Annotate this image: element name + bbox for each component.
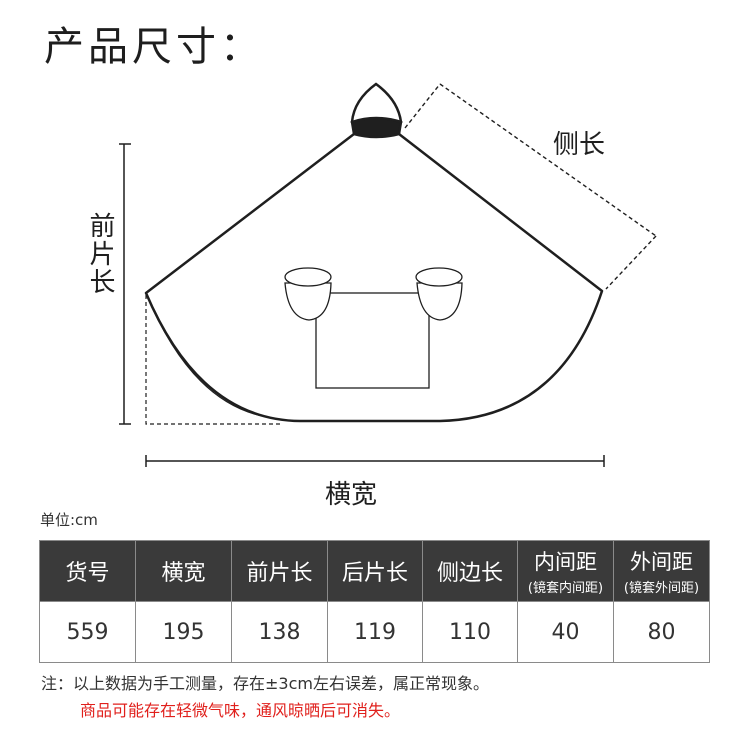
cell-item-no: 559 xyxy=(39,601,136,663)
cell-side-length: 110 xyxy=(422,601,518,663)
odor-note: 商品可能存在轻微气味，通风晾晒后可消失。 xyxy=(80,701,401,720)
cell-back-length: 119 xyxy=(327,601,423,663)
header-side-length: 侧边长 xyxy=(422,540,518,602)
width-label: 横宽 xyxy=(325,480,378,510)
right-sleeve xyxy=(415,267,463,321)
front-length-label: 前片长 xyxy=(85,212,115,296)
front-length-dimension xyxy=(119,143,280,425)
header-front-length: 前片长 xyxy=(231,540,328,602)
cell-width: 195 xyxy=(135,601,232,663)
cell-inner-distance: 40 xyxy=(517,601,614,663)
measurement-note: 注：以上数据为手工测量，存在±3cm左右误差，属正常现象。 xyxy=(41,674,489,693)
clear-window xyxy=(315,292,430,389)
hood xyxy=(350,82,403,139)
cell-outer-distance: 80 xyxy=(613,601,710,663)
page-title: 产品尺寸： xyxy=(44,24,264,70)
side-length-label: 侧长 xyxy=(553,130,606,160)
cell-front-length: 138 xyxy=(231,601,328,663)
width-dimension xyxy=(145,455,605,467)
header-width: 横宽 xyxy=(135,540,232,602)
poncho-outline xyxy=(144,133,604,423)
header-inner-distance: 内间距 (镜套内间距) xyxy=(517,540,614,602)
header-back-length: 后片长 xyxy=(327,540,423,602)
header-outer-distance: 外间距 (镜套外间距) xyxy=(613,540,710,602)
header-item-no: 货号 xyxy=(39,540,136,602)
size-table: 货号 横宽 前片长 后片长 侧边长 内间距 (镜套内间距) 外间距 (镜套外间距… xyxy=(39,540,710,663)
table-row: 559 195 138 119 110 40 80 xyxy=(39,601,710,663)
side-length-dimension xyxy=(404,83,657,290)
poncho-diagram xyxy=(119,82,657,467)
unit-label: 单位:cm xyxy=(40,511,98,529)
left-sleeve xyxy=(284,267,332,321)
table-header-row: 货号 横宽 前片长 后片长 侧边长 内间距 (镜套内间距) 外间距 (镜套外间距… xyxy=(39,540,710,602)
